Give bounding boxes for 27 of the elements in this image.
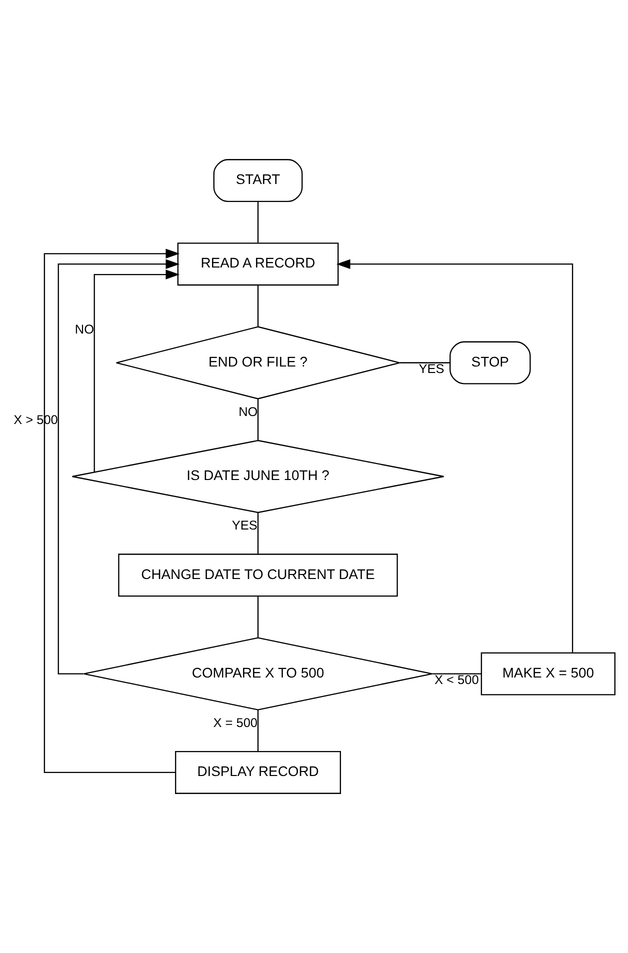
connector bbox=[432, 673, 482, 674]
edge-label: X = 500 bbox=[213, 714, 258, 730]
arrow bbox=[44, 248, 180, 774]
arrow bbox=[336, 259, 574, 652]
connector bbox=[257, 202, 259, 243]
connector bbox=[257, 596, 259, 638]
connector bbox=[257, 398, 259, 440]
arrow bbox=[58, 259, 180, 674]
connector bbox=[257, 285, 259, 327]
node-diamond: IS DATE JUNE 10TH ? bbox=[72, 440, 444, 514]
edge-label: YES bbox=[232, 518, 258, 533]
node-box: READ A RECORD bbox=[177, 242, 339, 286]
node-box: MAKE X = 500 bbox=[480, 652, 616, 696]
node-diamond: END OR FILE ? bbox=[116, 326, 400, 400]
node-box: DISPLAY RECORD bbox=[175, 751, 341, 794]
connector bbox=[400, 362, 450, 364]
arrow bbox=[94, 270, 180, 472]
edge-label: NO bbox=[238, 404, 258, 419]
node-box: CHANGE DATE TO CURRENT DATE bbox=[118, 554, 398, 597]
connector bbox=[257, 710, 259, 752]
edge-label: X < 500 bbox=[434, 672, 479, 688]
node-box: START bbox=[213, 159, 303, 202]
connector bbox=[257, 512, 259, 554]
node-box: STOP bbox=[450, 341, 531, 384]
edge-label: NO bbox=[74, 322, 94, 337]
edge-label: YES bbox=[418, 360, 444, 376]
node-diamond: COMPARE X TO 500 bbox=[83, 637, 433, 710]
